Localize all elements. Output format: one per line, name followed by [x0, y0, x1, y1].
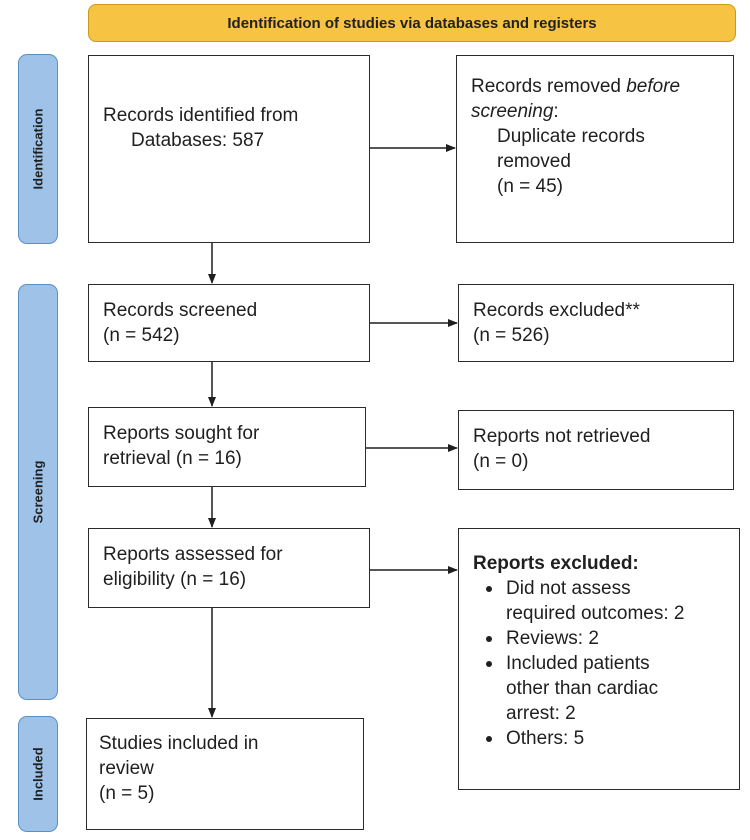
- studies-included-line3: (n = 5): [99, 783, 155, 804]
- box-reports-assessed: Reports assessed for eligibility (n = 16…: [88, 528, 370, 608]
- list-item: Others: 5: [473, 726, 739, 751]
- box-records-screened: Records screened (n = 542): [88, 284, 370, 362]
- list-item: Included patients other than cardiac arr…: [473, 651, 739, 726]
- studies-included-line1: Studies included in: [99, 733, 259, 754]
- studies-included-line2: review: [99, 758, 154, 779]
- records-removed-line5: (n = 45): [497, 176, 564, 197]
- box-reports-not-retrieved: Reports not retrieved (n = 0): [458, 410, 734, 490]
- records-excluded-line1: Records excluded**: [473, 300, 640, 321]
- list-item: Reviews: 2: [473, 626, 739, 651]
- phase-identification: Identification: [18, 54, 58, 244]
- phase-included: Included: [18, 716, 58, 832]
- reports-excluded-title: Reports excluded:: [473, 553, 639, 574]
- box-records-removed: Records removed before screening: Duplic…: [456, 55, 734, 243]
- records-removed-line4: removed: [497, 151, 571, 172]
- records-identified-line1: Records identified from: [103, 105, 299, 126]
- records-removed-line1: Records removed before: [471, 76, 681, 97]
- reports-not-retrieved-line1: Reports not retrieved: [473, 426, 651, 447]
- box-reports-sought: Reports sought for retrieval (n = 16): [88, 407, 366, 487]
- box-reports-excluded: Reports excluded: Did not assess require…: [458, 528, 740, 790]
- records-identified-line2: Databases: 587: [131, 130, 265, 151]
- records-excluded-line2: (n = 526): [473, 325, 550, 346]
- reports-assessed-line1: Reports assessed for: [103, 544, 283, 565]
- header-title: Identification of studies via databases …: [227, 14, 597, 32]
- records-screened-line2: (n = 542): [103, 325, 180, 346]
- box-records-excluded: Records excluded** (n = 526): [458, 284, 734, 362]
- reports-sought-line2: retrieval (n = 16): [103, 448, 242, 469]
- header-banner: Identification of studies via databases …: [88, 4, 736, 42]
- records-screened-line1: Records screened: [103, 300, 258, 321]
- phase-screening: Screening: [18, 284, 58, 700]
- records-removed-line3: Duplicate records: [497, 126, 645, 147]
- reports-excluded-list: Did not assess required outcomes: 2 Revi…: [473, 576, 739, 751]
- list-item: Did not assess required outcomes: 2: [473, 576, 739, 626]
- box-studies-included: Studies included in review (n = 5): [86, 718, 364, 830]
- reports-assessed-line2: eligibility (n = 16): [103, 569, 247, 590]
- reports-not-retrieved-line2: (n = 0): [473, 451, 529, 472]
- reports-sought-line1: Reports sought for: [103, 423, 260, 444]
- box-records-identified: Records identified from Databases: 587: [88, 55, 370, 243]
- records-removed-line2: screening:: [471, 101, 559, 122]
